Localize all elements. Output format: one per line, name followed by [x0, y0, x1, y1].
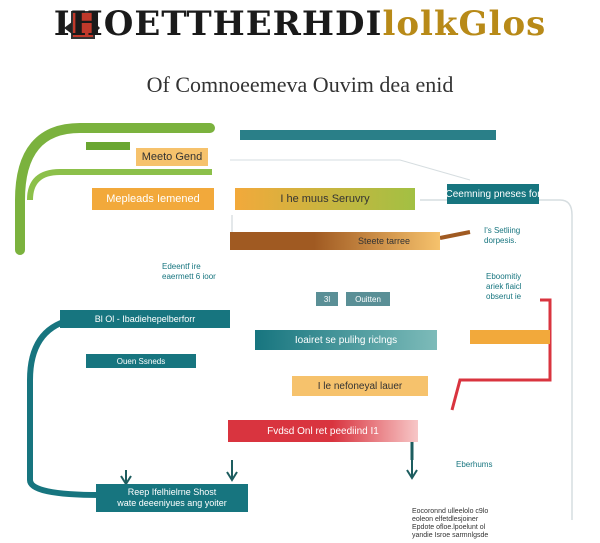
green-tab — [86, 142, 130, 150]
frame-top — [230, 159, 471, 181]
box-steetaree: Steete tarree — [230, 232, 440, 250]
arrow-down-icon-2 — [406, 460, 418, 480]
box-theams: I he muus Seruvry — [235, 188, 415, 210]
brown-connector — [439, 230, 471, 240]
red-connector — [450, 298, 552, 411]
box-meeto: Meeto Gend — [136, 148, 208, 166]
label-edeentfire: Edeentf ire eaermett 6 ioor — [162, 262, 216, 281]
box-reep-line2: wate deeeniyues ang yoiter — [117, 498, 227, 508]
teal-left-arc — [27, 317, 118, 498]
green-small-arc — [27, 169, 212, 201]
orange-chevron — [470, 330, 550, 344]
arrow-down-icon-3 — [120, 470, 132, 486]
emblem-icon — [62, 10, 102, 44]
arrow-down-icon — [226, 460, 238, 482]
page-subtitle: Of Comnoeemeva Ouvim dea enid — [146, 72, 454, 97]
box-hlenebonay: I le nefoneyal lauer — [292, 376, 428, 396]
top-teal-bar — [240, 130, 496, 140]
green-left-arc — [15, 123, 215, 255]
frame-right — [420, 199, 573, 520]
label-ebomonity: Eboomitiy ariek fiaicl obserut ie — [486, 272, 522, 301]
box-reep-line1: Reep Ifelhielrne Shost — [127, 487, 217, 497]
box-ceemming: Ceemning pneses for — [447, 184, 539, 204]
box-bouitter: Ouitten — [346, 292, 390, 306]
box-ouen: Ouen Ssneds — [86, 354, 196, 368]
label-ebonhums: Eberhums — [456, 460, 493, 469]
box-reep: Reep Ifelhielrne Shost wate deeeniyues a… — [96, 484, 248, 512]
label-ts-settling: I's Setliing dorpesis. — [484, 226, 521, 245]
box-bouitter-num: 3l — [316, 292, 338, 306]
bottom-note: Eocoronnd ulleelolo c9lo eoleon elfetdle… — [412, 508, 489, 539]
title-accent: lolkGlos — [382, 4, 547, 44]
box-ioairet: Ioairet se pulihg riclngs — [255, 330, 437, 350]
title-main: IHOETTHERHDI — [53, 4, 383, 44]
box-bideptrt: Bl Ol - Ibadiehepelberforr — [60, 310, 230, 328]
box-mepleads: Mepleads Iemened — [92, 188, 214, 210]
box-fadiso: Fvdsd Onl ret peediind I1 — [228, 420, 418, 442]
page-title: IHOETTHERHDIlolkGlos — [0, 4, 600, 44]
